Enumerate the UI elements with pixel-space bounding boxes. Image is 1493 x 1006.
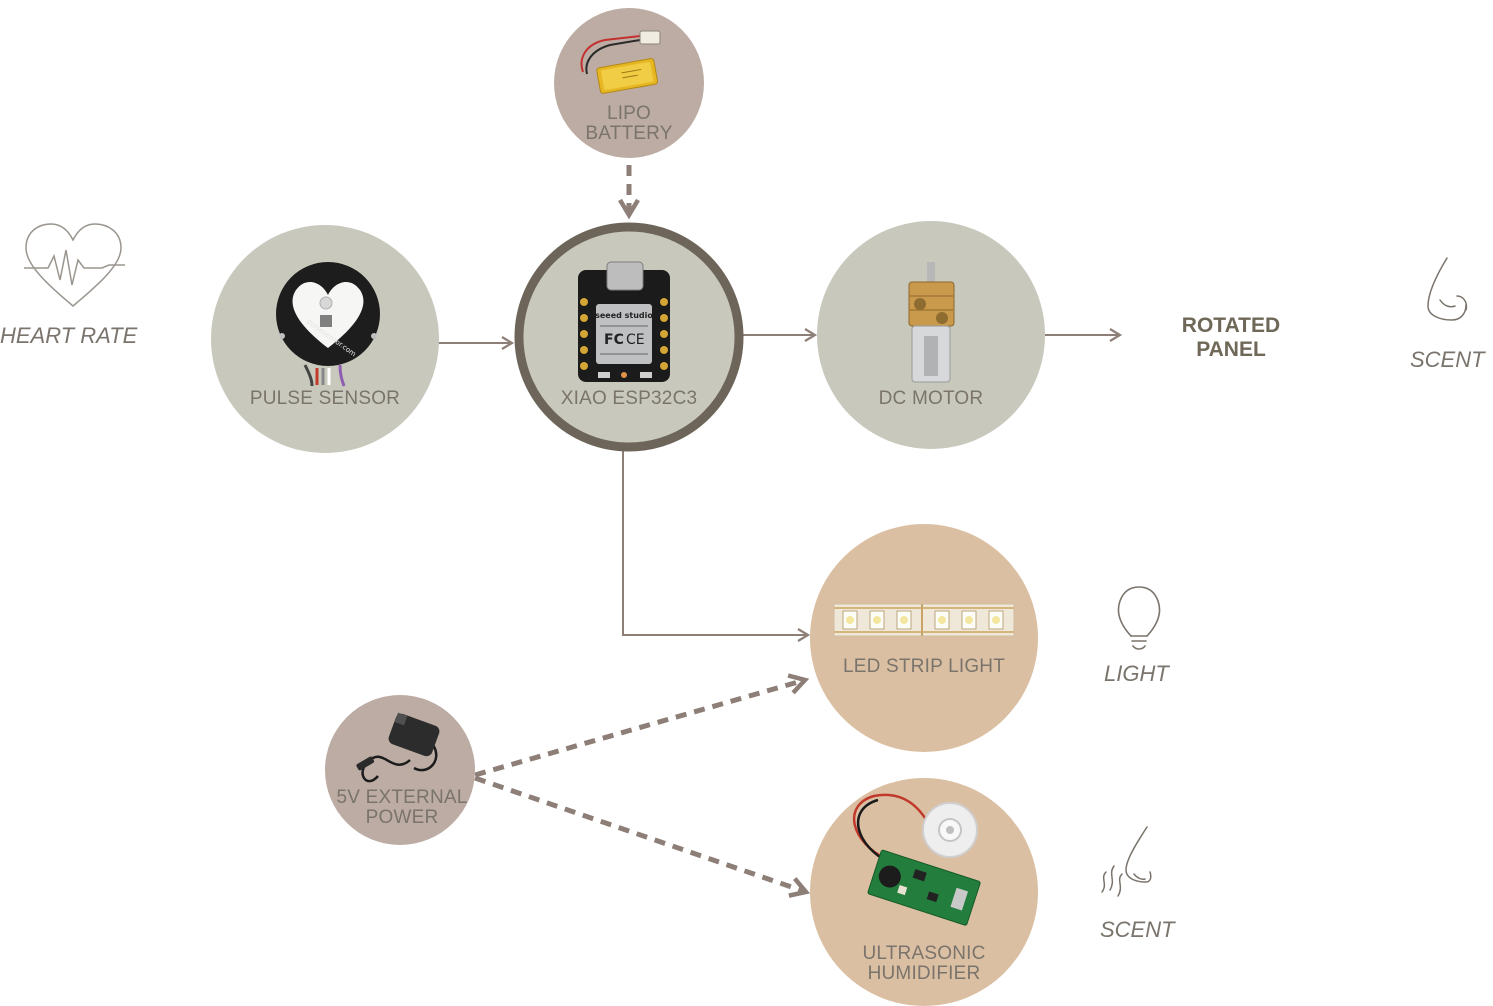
heart-rate-label: HEART RATE — [0, 323, 138, 348]
scent-top-label: SCENT — [1410, 347, 1485, 372]
dashed-arrow-power-to-humidifier — [474, 775, 811, 898]
lipo-battery-icon — [580, 30, 661, 94]
humidifier-label: ULTRASONIC HUMIDIFIER — [824, 944, 1024, 984]
external-power-label-line2: POWER — [365, 807, 439, 828]
led-strip-node — [810, 524, 1038, 752]
rotated-panel-line2: PANEL — [1196, 338, 1266, 361]
rotated-panel-line1: ROTATED — [1181, 314, 1281, 337]
microcontroller-board-icon: seeed studio FC CE — [578, 261, 670, 382]
dc-motor-icon — [908, 262, 955, 383]
arrow-xiao-to-led — [622, 450, 811, 642]
dc-motor-label: DC MOTOR — [878, 388, 984, 409]
light-bulb-icon — [1117, 586, 1161, 650]
humidifier-label-line1: ULTRASONIC — [862, 943, 986, 964]
power-adapter-icon — [356, 712, 440, 783]
rotated-panel-label: ROTATED PANEL — [1155, 314, 1307, 362]
external-power-label: 5V EXTERNAL POWER — [327, 788, 477, 828]
pulse-sensor-label: PULSE SENSOR — [249, 388, 401, 409]
scent-bottom-label: SCENT — [1100, 917, 1175, 942]
board-brand-text: seeed studio — [595, 311, 653, 320]
pulse-sensor-icon: pulsesensor.com — [276, 262, 380, 387]
xiao-esp32c3-label: XIAO ESP32C3 — [560, 388, 698, 409]
lipo-battery-label-line2: BATTERY — [585, 123, 673, 144]
heart-rate-icon — [24, 223, 125, 307]
humidifier-label-line2: HUMIDIFIER — [867, 963, 981, 984]
external-power-label-line1: 5V EXTERNAL — [336, 787, 468, 808]
dashed-arrow-power-to-led — [474, 673, 810, 778]
svg-text:FC: FC — [604, 332, 624, 348]
lipo-battery-label-line1: LIPO — [606, 103, 652, 124]
nose-icon — [1427, 257, 1468, 321]
lipo-battery-label: LIPO BATTERY — [579, 104, 679, 144]
light-label: LIGHT — [1104, 661, 1169, 686]
nose-scent-icon — [1101, 826, 1152, 897]
led-strip-label: LED STRIP LIGHT — [842, 656, 1006, 677]
svg-text:CE: CE — [626, 332, 645, 348]
led-strip-icon — [833, 603, 1015, 637]
humidifier-module-icon — [852, 793, 981, 926]
